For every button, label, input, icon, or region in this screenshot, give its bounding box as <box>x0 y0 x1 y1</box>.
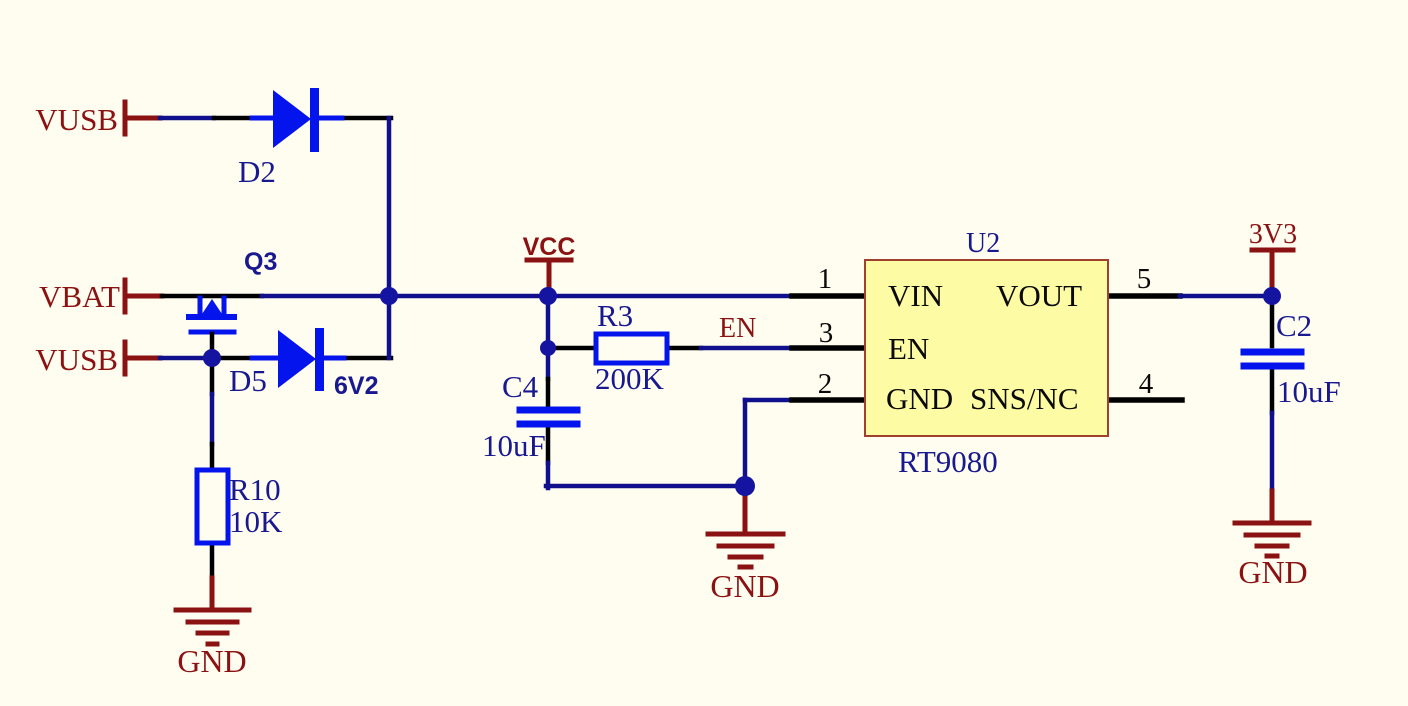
pin-number-2: 2 <box>818 368 833 400</box>
pin-name-vout: VOUT <box>996 278 1082 313</box>
pin-number-1: 1 <box>818 263 833 295</box>
net-label-vcc: VCC <box>523 233 576 261</box>
pin-name-gnd: GND <box>886 381 953 416</box>
junction-dot <box>540 340 556 356</box>
designator-u2: U2 <box>966 228 1000 259</box>
diode-cathode-bar[interactable] <box>315 328 324 391</box>
junction-dot <box>539 287 557 305</box>
part-u2: RT9080 <box>898 444 998 479</box>
designator-d2: D2 <box>238 154 276 189</box>
capacitor-c2-symbol[interactable] <box>1240 348 1305 370</box>
designator-r10: R10 <box>229 472 281 507</box>
value-c2: 10uF <box>1277 374 1341 409</box>
diode-cathode-bar[interactable] <box>310 88 319 152</box>
pin-number-5: 5 <box>1137 263 1152 295</box>
mosfet-arrow[interactable] <box>202 299 222 314</box>
capacitor-c4-symbol[interactable] <box>516 406 581 428</box>
net-label-en: EN <box>719 313 756 344</box>
diode-d2-symbol[interactable] <box>249 88 345 152</box>
junction-dot <box>203 349 221 367</box>
designator-d5: D5 <box>229 363 267 398</box>
gnd-symbol-left[interactable]: GND <box>173 607 252 679</box>
power-flag-vcc[interactable]: VCC <box>523 233 576 297</box>
junction-dot <box>735 476 755 496</box>
power-flag-3v3[interactable]: 3V3 <box>1249 219 1297 297</box>
pin-name-vin: VIN <box>888 278 943 313</box>
designator-q3: Q3 <box>244 248 277 276</box>
port-vusb-top[interactable]: VUSB <box>35 99 163 137</box>
resistor-r3-symbol[interactable] <box>593 331 670 366</box>
pin-number-3: 3 <box>819 317 834 349</box>
net-label-3v3: 3V3 <box>1249 219 1297 250</box>
designator-c2: C2 <box>1276 308 1312 343</box>
pin-name-sns-nc: SNS/NC <box>970 381 1079 416</box>
designator-r3: R3 <box>597 298 633 333</box>
port-vusb-bottom[interactable]: VUSB <box>35 339 163 377</box>
junction-dot <box>1263 287 1281 305</box>
gnd-symbol-right[interactable]: GND <box>1232 520 1312 590</box>
value-r3: 200K <box>595 361 665 396</box>
net-label-gnd-left: GND <box>177 643 246 679</box>
designator-c4: C4 <box>502 369 539 404</box>
net-label-vusb-top: VUSB <box>35 102 118 137</box>
gnd-symbol-middle[interactable]: GND <box>705 531 786 604</box>
pin-number-4: 4 <box>1139 368 1154 400</box>
net-label-gnd-middle: GND <box>710 568 779 604</box>
resistor-r10-symbol[interactable] <box>194 467 231 546</box>
net-label-vbat: VBAT <box>39 279 120 314</box>
port-vbat[interactable]: VBAT <box>39 277 165 315</box>
value-d5: 6V2 <box>334 372 378 400</box>
mosfet-q3-symbol[interactable] <box>186 295 237 361</box>
diode-triangle[interactable] <box>278 330 316 388</box>
junction-dot <box>380 287 398 305</box>
value-r10: 10K <box>229 504 283 539</box>
diode-d5-symbol[interactable] <box>249 328 347 391</box>
value-c4: 10uF <box>482 428 546 463</box>
ic-u2-body[interactable] <box>864 259 1109 437</box>
diode-triangle[interactable] <box>273 90 311 148</box>
net-label-gnd-right: GND <box>1238 554 1307 590</box>
net-label-vusb-bottom: VUSB <box>35 342 118 377</box>
pin-name-en: EN <box>888 331 929 366</box>
